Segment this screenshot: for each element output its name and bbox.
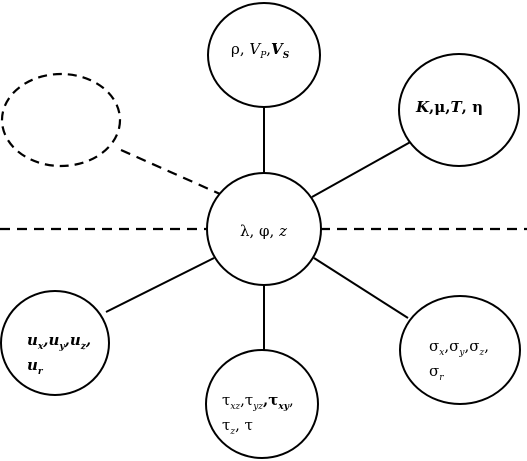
dashed-connector bbox=[120, 148, 221, 196]
edge-stresses bbox=[313, 257, 409, 319]
edge-moduli bbox=[311, 139, 415, 198]
edge-displacements bbox=[105, 257, 215, 313]
node-moduli bbox=[398, 53, 520, 167]
node-density-velocity bbox=[207, 2, 321, 108]
shear-label-line1: τxz,τyz,τxy, bbox=[222, 391, 294, 412]
moduli-label: K,μ,T, η bbox=[415, 98, 483, 116]
stresses-label-line2: σr bbox=[429, 362, 444, 383]
shear-label-line2: τz, τ bbox=[222, 416, 253, 437]
node-stresses bbox=[399, 295, 521, 405]
displacements-label-line1: ux,uy,uz, bbox=[27, 331, 91, 352]
center-label: λ, φ, z bbox=[240, 222, 287, 240]
node-displacements bbox=[0, 290, 110, 396]
density-velocity-label: ρ, VP,VS bbox=[231, 40, 290, 61]
dashed-node bbox=[0, 72, 122, 168]
stresses-label-line1: σx,σy,σz, bbox=[429, 337, 489, 358]
center-node bbox=[206, 172, 322, 286]
displacements-label-line2: ur bbox=[27, 356, 44, 377]
node-shear bbox=[205, 349, 319, 459]
